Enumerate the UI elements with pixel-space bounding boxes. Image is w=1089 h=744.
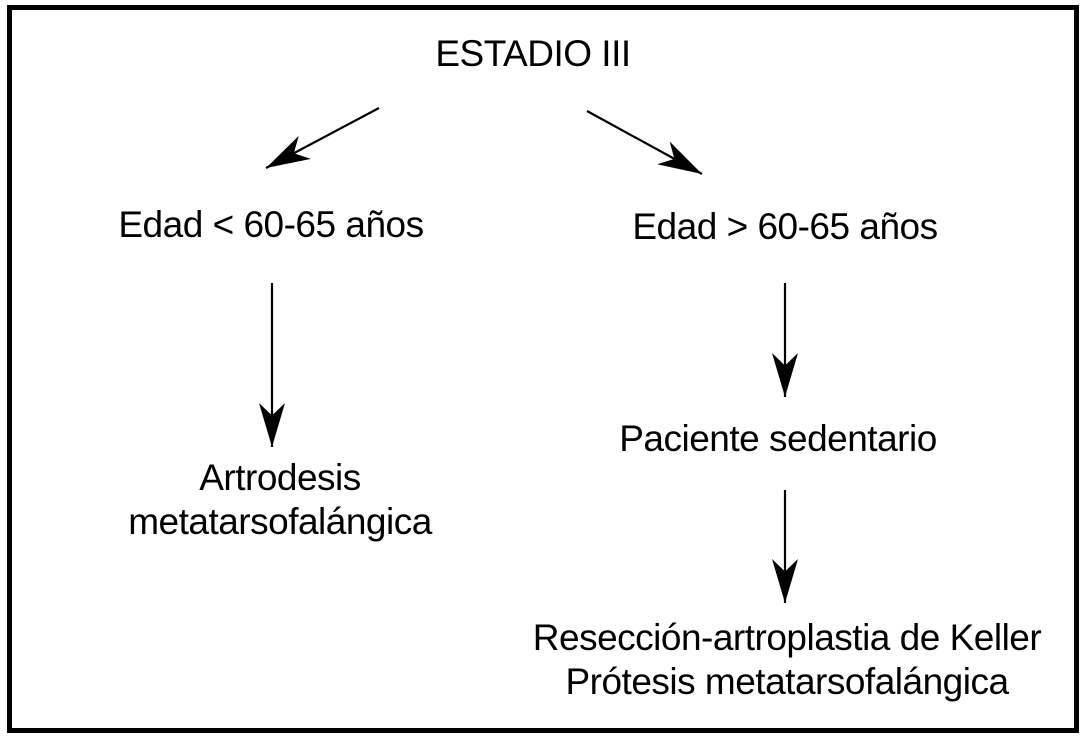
- left-treatment-label: Artrodesis metatarsofalángica: [80, 456, 480, 544]
- left-treatment-line2: metatarsofalángica: [128, 501, 432, 542]
- arrow-title-to-left-branch: [265, 107, 380, 169]
- right-treatment-line1: Resección-artroplastia de Keller: [532, 617, 1042, 658]
- diagram-border-frame: [7, 5, 1079, 733]
- right-condition-label: Edad > 60-65 años: [632, 206, 938, 247]
- left-condition-label: Edad < 60-65 años: [118, 204, 424, 245]
- right-treatment-label: Resección-artroplastia de Keller Prótesi…: [497, 616, 1077, 704]
- right-treatment-line2: Prótesis metatarsofalángica: [565, 661, 1009, 702]
- sedentary-patient-label: Paciente sedentario: [619, 418, 937, 459]
- left-treatment-line1: Artrodesis: [199, 457, 361, 498]
- arrow-title-to-right-branch: [586, 110, 703, 175]
- stage-title: ESTADIO III: [435, 33, 631, 74]
